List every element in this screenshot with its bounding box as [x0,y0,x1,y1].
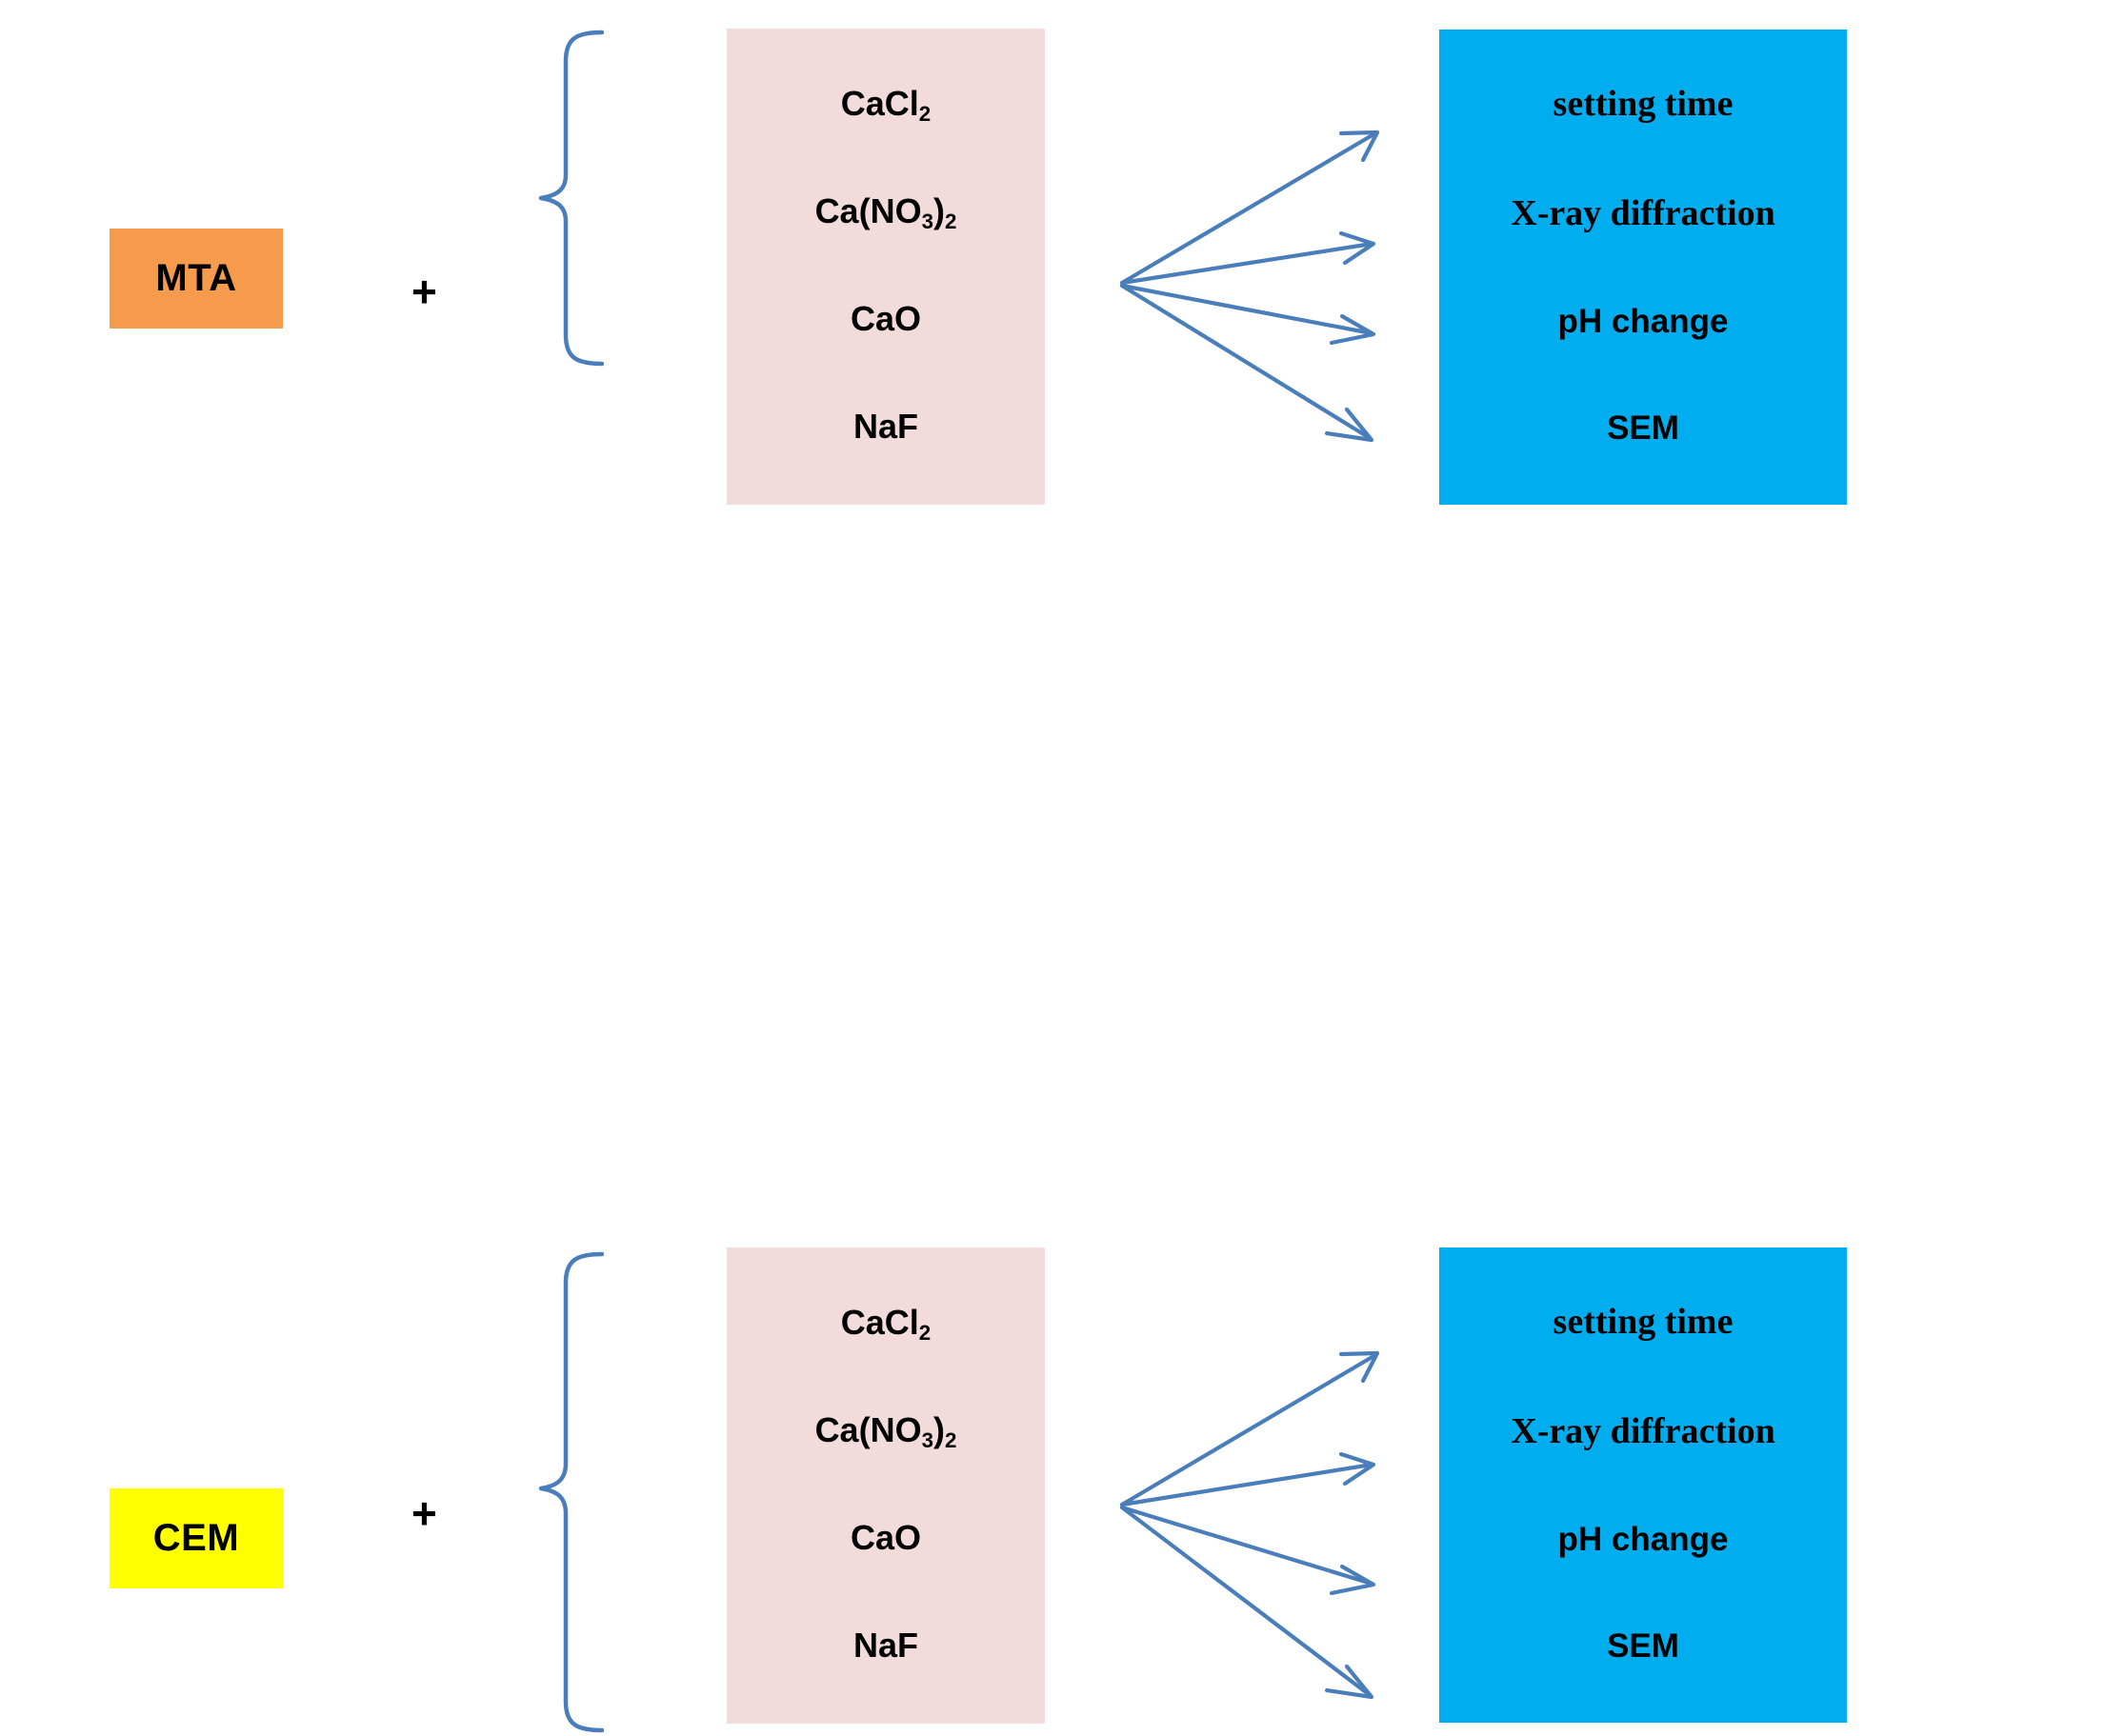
arrow-right-icon [1119,283,1374,443]
reagent-formula-base: CaO [850,1517,922,1557]
outcome-item: setting time [1553,83,1734,124]
plus-icon: + [411,267,437,316]
reagent-item: CaCl2 [840,83,931,125]
outcome-item: setting time [1553,1301,1734,1342]
left-curly-brace-icon [538,30,604,367]
reagent-list-mta: CaCl2 Ca(NO3)2 CaO NaF [727,29,1045,505]
reagent-formula-base: NaF [852,406,918,446]
outcome-list-cem: setting time X-ray diffraction pH change… [1439,1247,1847,1723]
reagent-subscript: 3 [921,210,933,234]
outcome-item: pH change [1557,303,1729,341]
diagram-row-mta: MTA + CaCl2 Ca(NO3)2 CaO NaF [0,0,2125,587]
material-chip-mta[interactable]: MTA [110,229,283,329]
plus-icon: + [411,1488,437,1538]
reagent-item: NaF [852,1625,918,1665]
reagent-item: Ca(NO3)2 [814,190,957,232]
reagent-subscript-2: 2 [945,1428,957,1453]
reagent-formula-base: Ca(NO [814,190,922,230]
reagent-subscript: 2 [918,102,932,127]
reagent-formula-mid: ) [933,1409,945,1449]
arrow-right-icon [1119,1505,1374,1700]
reagent-formula-base: NaF [852,1625,918,1665]
reagent-item: NaF [853,409,918,444]
arrow-right-icon [1119,230,1376,286]
arrow-right-icon [1119,283,1376,346]
outcome-list-mta: setting time X-ray diffraction pH change… [1439,30,1847,505]
outcome-item: X-ray diffraction [1511,1410,1775,1451]
reagent-item: Ca(NO3)2 [814,1409,957,1451]
arrow-fan-mta [1119,130,1380,443]
reagent-formula-base: CaO [850,298,922,338]
reagent-formula-base: Ca(NO [814,1409,922,1449]
arrow-right-icon [1119,130,1380,286]
outcome-item: X-ray diffraction [1511,192,1775,233]
diagram-row-cem: CEM + CaCl2 Ca(NO3)2 CaO NaF [0,588,2125,1733]
reagent-formula-base: CaCl [840,1302,919,1342]
outcome-item: SEM [1607,1627,1679,1666]
reagent-formula-base: CaCl [840,83,919,123]
reagent-subscript: 3 [921,1428,933,1453]
arrow-right-icon [1119,1451,1376,1507]
reagent-item: CaO [850,1517,922,1557]
reagent-item: CaCl2 [840,1302,931,1344]
reagent-formula-mid: ) [933,190,945,230]
reagent-item: CaO [850,298,922,338]
reagent-list-cem: CaCl2 Ca(NO3)2 CaO NaF [727,1247,1045,1724]
arrow-right-icon [1119,1505,1376,1596]
reagent-subscript: 2 [918,1321,932,1346]
outcome-item: SEM [1607,409,1679,448]
reagent-subscript-2: 2 [945,210,957,234]
arrow-fan-cem [1119,1350,1380,1700]
material-chip-cem[interactable]: CEM [110,1488,283,1588]
arrow-right-icon [1119,1350,1380,1507]
outcome-item: pH change [1557,1521,1729,1559]
left-curly-brace-icon [538,1251,604,1733]
